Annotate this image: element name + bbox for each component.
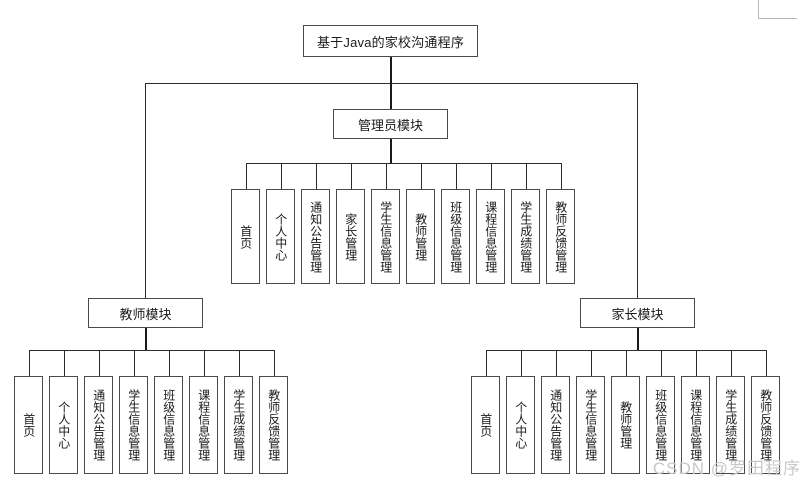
- leaf-connector-admin-8: [525, 163, 527, 189]
- leaf-node-label: 学生成绩管理: [518, 200, 533, 273]
- leaf-node: 学生成绩管理: [716, 376, 745, 474]
- leaf-node: 教师管理: [611, 376, 640, 474]
- leaf-node-label: 通知公告管理: [91, 389, 106, 461]
- leaf-node-label: 首页: [478, 413, 493, 437]
- leaf-connector-teacher-7: [273, 350, 275, 376]
- leaf-node: 通知公告管理: [541, 376, 570, 474]
- leaf-connector-admin-2: [315, 163, 317, 189]
- leaf-node-label: 首页: [21, 413, 36, 437]
- cropped-corner-artifact: [758, 0, 797, 19]
- leaf-node-label: 个人中心: [56, 401, 71, 449]
- leaf-node: 班级信息管理: [441, 189, 470, 284]
- leaf-node: 首页: [14, 376, 43, 474]
- leaf-connector-admin-7: [490, 163, 492, 189]
- leaf-bus-teacher: [28, 350, 274, 351]
- leaf-connector-teacher-0: [28, 350, 30, 376]
- leaf-connector-admin-3: [350, 163, 352, 189]
- leaf-connector-parent-4: [625, 350, 627, 376]
- leaf-node-label: 学生信息管理: [378, 200, 393, 273]
- leaf-node-label: 个人中心: [513, 401, 528, 449]
- leaf-node-label: 学生信息管理: [583, 389, 598, 461]
- module-label-teacher: 教师模块: [119, 306, 172, 322]
- leaf-node-label: 家长管理: [343, 212, 358, 261]
- module-node-admin: 管理员模块: [333, 109, 448, 139]
- top-bus-drop-teacher: [145, 83, 146, 298]
- leaf-connector-parent-6: [695, 350, 697, 376]
- leaf-node: 学生成绩管理: [224, 376, 253, 474]
- root-stem-connector: [390, 57, 392, 83]
- leaf-connector-teacher-6: [238, 350, 240, 376]
- leaf-node: 学生信息管理: [576, 376, 605, 474]
- leaf-node-label: 通知公告管理: [548, 389, 563, 461]
- leaf-node: 家长管理: [336, 189, 365, 284]
- leaf-node-label: 教师管理: [413, 212, 428, 261]
- leaf-node-label: 个人中心: [273, 212, 288, 261]
- leaf-connector-teacher-1: [63, 350, 65, 376]
- leaf-node-label: 通知公告管理: [308, 200, 323, 273]
- leaf-node: 班级信息管理: [154, 376, 183, 474]
- leaf-node: 个人中心: [266, 189, 295, 284]
- module-label-parent: 家长模块: [611, 306, 664, 322]
- leaf-node: 教师管理: [406, 189, 435, 284]
- leaf-node-label: 教师反馈管理: [758, 389, 773, 461]
- leaf-node-label: 班级信息管理: [448, 200, 463, 273]
- leaf-connector-teacher-4: [168, 350, 170, 376]
- leaf-node: 课程信息管理: [189, 376, 218, 474]
- leaf-connector-teacher-2: [98, 350, 100, 376]
- leaf-node: 课程信息管理: [476, 189, 505, 284]
- leaf-node: 学生信息管理: [371, 189, 400, 284]
- leaf-node: 学生信息管理: [119, 376, 148, 474]
- leaf-connector-parent-5: [660, 350, 662, 376]
- leaf-node: 首页: [471, 376, 500, 474]
- leaf-connector-admin-6: [455, 163, 457, 189]
- leaf-bus-admin: [245, 163, 561, 164]
- leaf-node-label: 教师反馈管理: [553, 200, 568, 273]
- leaf-connector-parent-1: [520, 350, 522, 376]
- module-node-parent: 家长模块: [580, 298, 695, 328]
- leaf-node-label: 教师管理: [618, 401, 633, 449]
- leaf-connector-admin-1: [280, 163, 282, 189]
- leaf-node: 个人中心: [49, 376, 78, 474]
- leaf-connector-admin-0: [245, 163, 247, 189]
- leaf-node-label: 学生成绩管理: [723, 389, 738, 461]
- leaf-connector-parent-3: [590, 350, 592, 376]
- leaf-connector-teacher-3: [133, 350, 135, 376]
- leaf-node: 通知公告管理: [84, 376, 113, 474]
- module-label-admin: 管理员模块: [357, 117, 423, 133]
- leaf-node: 班级信息管理: [646, 376, 675, 474]
- leaf-node-label: 课程信息管理: [196, 389, 211, 461]
- leaf-node-label: 教师反馈管理: [266, 389, 281, 461]
- top-bus-drop-parent: [637, 83, 638, 298]
- leaf-connector-admin-9: [560, 163, 562, 189]
- leaf-connector-admin-4: [385, 163, 387, 189]
- leaf-node: 学生成绩管理: [511, 189, 540, 284]
- leaf-node: 教师反馈管理: [751, 376, 780, 474]
- leaf-node-label: 班级信息管理: [653, 389, 668, 461]
- leaf-node-label: 首页: [238, 224, 253, 249]
- leaf-node-label: 学生成绩管理: [231, 389, 246, 461]
- leaf-node: 首页: [231, 189, 260, 284]
- root-node: 基于Java的家校沟通程序: [303, 25, 478, 57]
- leaf-node: 课程信息管理: [681, 376, 710, 474]
- leaf-node: 教师反馈管理: [259, 376, 288, 474]
- leaf-connector-parent-0: [485, 350, 487, 376]
- leaf-node-label: 课程信息管理: [688, 389, 703, 461]
- leaf-node: 教师反馈管理: [546, 189, 575, 284]
- module-node-teacher: 教师模块: [88, 298, 203, 328]
- admin-stem-connector: [390, 139, 392, 163]
- leaf-node: 通知公告管理: [301, 189, 330, 284]
- leaf-node: 个人中心: [506, 376, 535, 474]
- teacher-stem-connector: [145, 328, 147, 350]
- leaf-connector-parent-2: [555, 350, 557, 376]
- root-node-label: 基于Java的家校沟通程序: [316, 34, 465, 50]
- leaf-connector-teacher-5: [203, 350, 205, 376]
- leaf-node-label: 班级信息管理: [161, 389, 176, 461]
- parent-stem-connector: [637, 328, 639, 350]
- leaf-node-label: 课程信息管理: [483, 200, 498, 273]
- leaf-connector-admin-5: [420, 163, 422, 189]
- leaf-connector-parent-7: [730, 350, 732, 376]
- top-bus-drop-admin: [390, 83, 392, 109]
- leaf-connector-parent-8: [765, 350, 767, 376]
- leaf-node-label: 学生信息管理: [126, 389, 141, 461]
